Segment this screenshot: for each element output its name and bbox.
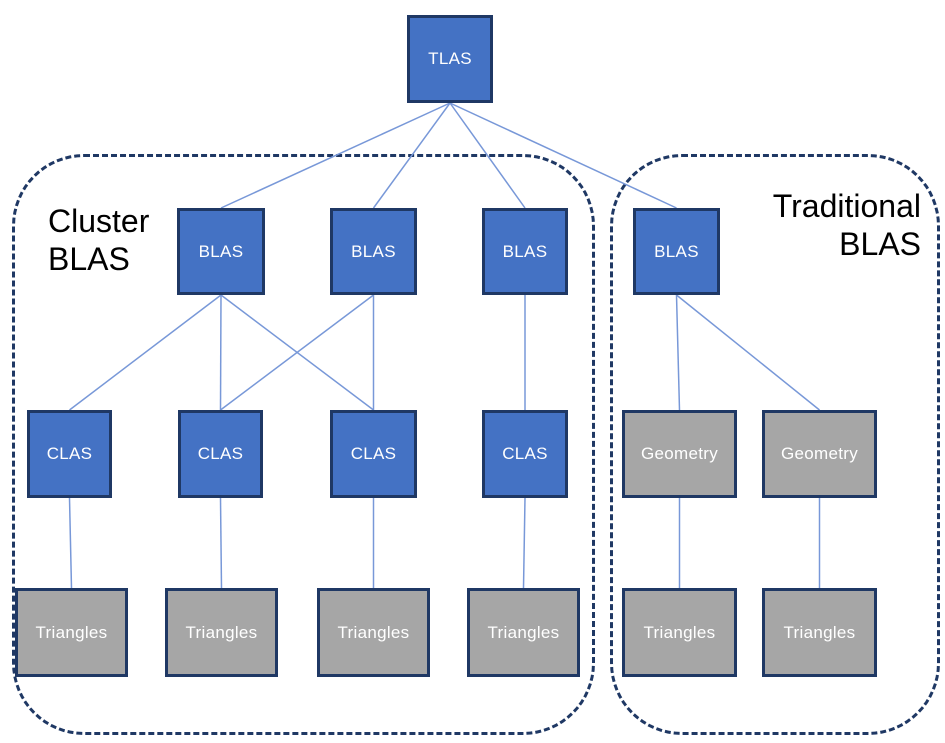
node-triangles-6: Triangles — [762, 588, 877, 677]
node-blas-2: BLAS — [330, 208, 417, 295]
node-triangles-2: Triangles — [165, 588, 278, 677]
node-triangles-1: Triangles — [15, 588, 128, 677]
traditional-blas-label: Traditional BLAS — [773, 187, 921, 263]
node-blas-1: BLAS — [177, 208, 265, 295]
node-blas-2-label: BLAS — [351, 241, 396, 261]
node-tlas: TLAS — [407, 15, 493, 103]
node-geometry-2-label: Geometry — [780, 444, 859, 463]
node-clas-1: CLAS — [27, 410, 112, 498]
node-clas-3: CLAS — [330, 410, 417, 498]
node-blas-4-label: BLAS — [654, 241, 699, 261]
node-blas-1-label: BLAS — [198, 241, 244, 261]
node-clas-2: CLAS — [178, 410, 263, 498]
node-triangles-5-label: Triangles — [643, 622, 716, 642]
node-triangles-4-label: Triangles — [487, 622, 560, 642]
traditional-blas-label-line1: Traditional — [772, 188, 921, 224]
node-clas-3-label: CLAS — [350, 444, 397, 463]
node-clas-4-label: CLAS — [502, 444, 548, 463]
cluster-blas-label-line1: Cluster — [48, 203, 150, 239]
node-geometry-1-label: Geometry — [640, 444, 719, 463]
node-triangles-1-label: Triangles — [35, 622, 108, 642]
node-triangles-5: Triangles — [622, 588, 737, 677]
node-triangles-6-label: Triangles — [783, 622, 856, 642]
node-tlas-label: TLAS — [428, 49, 472, 68]
node-triangles-4: Triangles — [467, 588, 580, 677]
node-blas-3: BLAS — [482, 208, 568, 295]
node-clas-4: CLAS — [482, 410, 568, 498]
node-triangles-3: Triangles — [317, 588, 430, 677]
node-blas-4: BLAS — [633, 208, 720, 295]
node-clas-2-label: CLAS — [197, 444, 244, 463]
node-blas-3-label: BLAS — [502, 241, 548, 261]
node-triangles-3-label: Triangles — [337, 622, 410, 642]
traditional-blas-group: Traditional BLAS — [610, 154, 940, 735]
node-geometry-2: Geometry — [762, 410, 877, 498]
node-triangles-2-label: Triangles — [185, 622, 258, 642]
traditional-blas-label-line2: BLAS — [839, 226, 921, 262]
cluster-blas-label-line2: BLAS — [48, 241, 130, 277]
node-clas-1-label: CLAS — [46, 444, 93, 463]
cluster-blas-label: Cluster BLAS — [48, 202, 149, 278]
node-geometry-1: Geometry — [622, 410, 737, 498]
